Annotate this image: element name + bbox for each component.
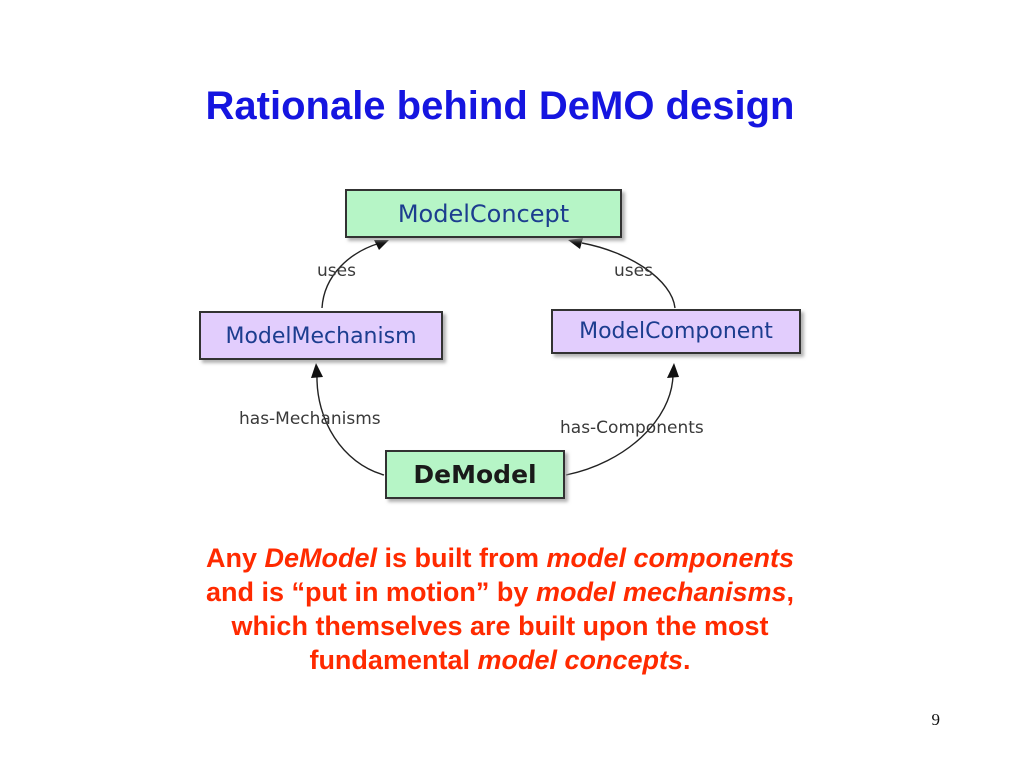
label-mechanism-uses: uses bbox=[317, 261, 356, 281]
label-component-uses: uses bbox=[614, 261, 653, 281]
page-number: 9 bbox=[931, 710, 941, 729]
node-model-mechanism: ModelMechanism bbox=[199, 311, 443, 360]
caption-line-4: fundamental model concepts. bbox=[110, 643, 890, 677]
node-model-component: ModelComponent bbox=[551, 309, 801, 354]
edge-demodel-has-mechanisms bbox=[311, 363, 385, 476]
caption-text: and is “put in motion” by bbox=[205, 577, 536, 607]
edge-mechanism-uses-concept bbox=[321, 240, 389, 309]
node-model-concept-label: ModelConcept bbox=[398, 200, 569, 228]
caption-text: Any bbox=[205, 543, 265, 573]
caption-text: fundamental bbox=[309, 645, 478, 675]
node-demodel: DeModel bbox=[385, 450, 565, 499]
caption-line-1: Any DeModel is built from model componen… bbox=[110, 541, 890, 575]
caption-line-3: which themselves are built upon the most bbox=[110, 609, 890, 643]
slide-title: Rationale behind DeMO design bbox=[205, 84, 795, 128]
node-model-concept: ModelConcept bbox=[345, 189, 622, 238]
caption-emphasis-demodel: DeModel bbox=[264, 543, 377, 573]
caption: Any DeModel is built from model componen… bbox=[110, 541, 890, 677]
caption-emphasis-model-components: model components bbox=[546, 543, 795, 573]
caption-text: which themselves are built upon the most bbox=[231, 611, 769, 641]
edge-component-uses-concept bbox=[568, 238, 676, 309]
caption-text: . bbox=[683, 645, 691, 675]
node-demodel-label: DeModel bbox=[413, 460, 536, 489]
edge-demodel-has-components bbox=[565, 363, 679, 476]
caption-emphasis-model-mechanisms: model mechanisms bbox=[535, 577, 787, 607]
node-model-mechanism-label: ModelMechanism bbox=[225, 324, 416, 349]
caption-text: , bbox=[786, 577, 795, 607]
caption-emphasis-model-concepts: model concepts bbox=[477, 645, 684, 675]
caption-line-2: and is “put in motion” by model mechanis… bbox=[110, 575, 890, 609]
label-has-mechanisms: has-Mechanisms bbox=[239, 409, 381, 429]
node-model-component-label: ModelComponent bbox=[579, 319, 773, 344]
caption-text: is built from bbox=[376, 543, 547, 573]
label-has-components: has-Components bbox=[560, 418, 704, 438]
